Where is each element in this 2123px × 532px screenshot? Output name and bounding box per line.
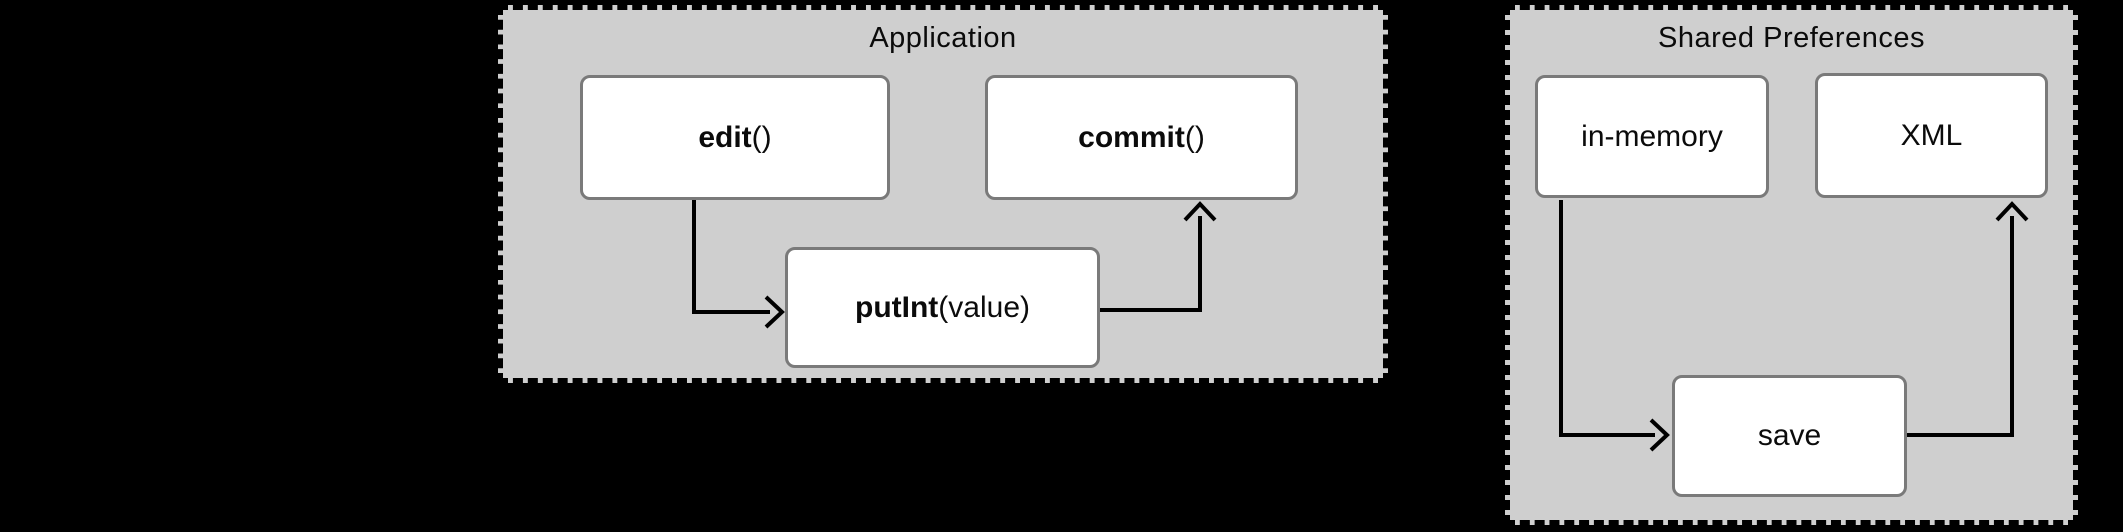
node-in-memory: in-memory: [1535, 75, 1769, 198]
shared-preferences-title: Shared Preferences: [1658, 22, 1925, 54]
node-putint-label-rest: (value): [938, 290, 1030, 324]
node-edit-label-rest: (): [751, 120, 772, 154]
node-putint: putInt(value): [785, 247, 1100, 368]
node-commit-label-rest: (): [1184, 120, 1205, 154]
node-xml: XML: [1815, 73, 2048, 198]
application-title: Application: [869, 22, 1017, 54]
node-in-memory-label: in-memory: [1581, 119, 1723, 153]
node-commit-label-bold: commit: [1078, 120, 1185, 154]
node-save-label: save: [1757, 419, 1822, 452]
node-commit: commit(): [985, 75, 1298, 200]
node-xml-label: XML: [1900, 118, 1963, 152]
node-putint-label-bold: putInt: [855, 290, 939, 324]
node-save: save: [1672, 375, 1907, 497]
node-edit: edit(): [580, 75, 890, 200]
node-edit-label-bold: edit: [698, 120, 752, 154]
